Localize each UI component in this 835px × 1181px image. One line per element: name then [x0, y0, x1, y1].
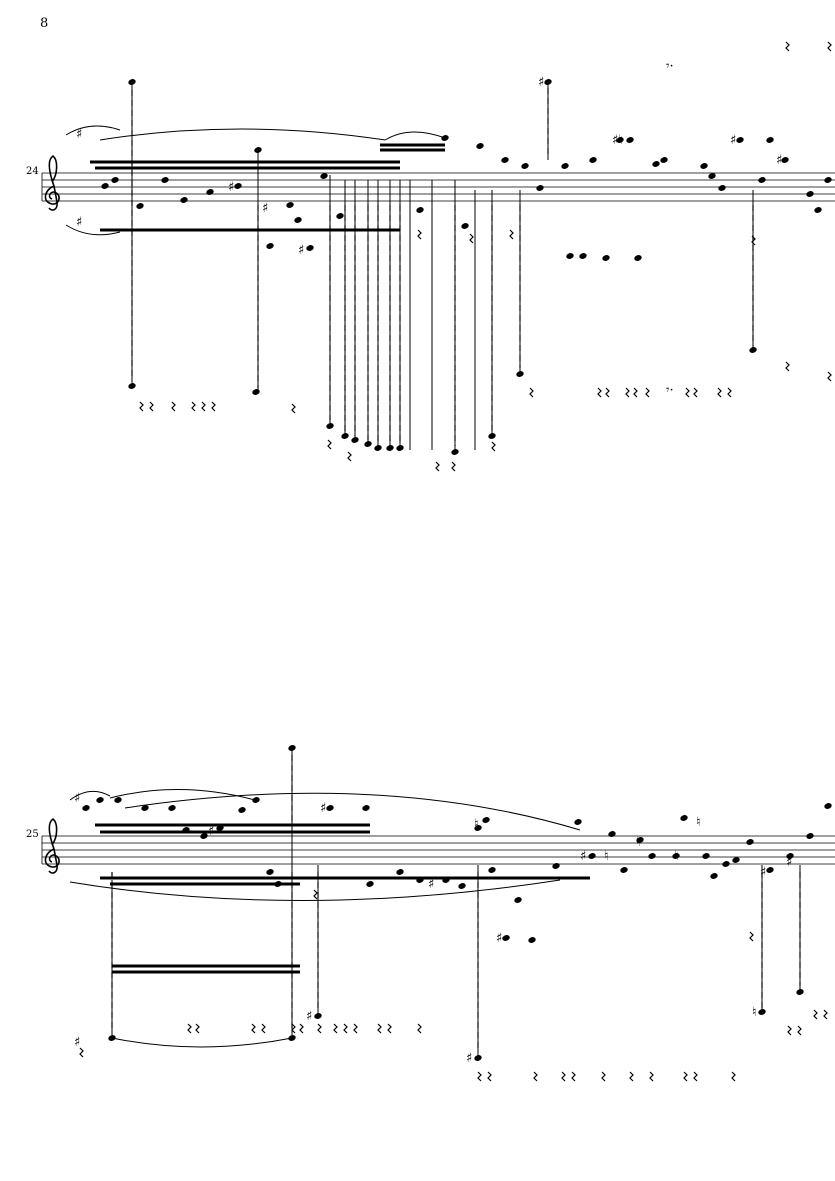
svg-text:♯: ♯: [730, 133, 736, 148]
accidentals-system-2: ♯ ♯ ♯ ♯ ♯ ♯ ♯ ♯ ♮ ♯ ♮ ♮ ♮ ♮ ♮ ♯ ♯: [74, 791, 792, 1066]
slurs-system-1: [65, 125, 446, 236]
svg-text:♯: ♯: [306, 1009, 312, 1024]
svg-text:♯: ♯: [466, 1051, 472, 1066]
beams-system-2: [95, 823, 590, 974]
svg-text:♯: ♯: [320, 801, 326, 816]
svg-text:♯: ♯: [580, 849, 586, 864]
svg-text:♮: ♮: [604, 849, 609, 864]
rest-symbol: 𝄾·: [666, 383, 674, 398]
svg-text:♯: ♯: [228, 180, 234, 195]
ledger-ladders-system-2: [111, 755, 801, 1052]
svg-text:♯♮: ♯♮: [612, 133, 623, 148]
rests-system-2: [79, 889, 828, 1082]
svg-text:♯: ♯: [262, 201, 268, 216]
svg-text:♯: ♯: [496, 931, 502, 946]
svg-text:♯: ♯: [74, 791, 80, 806]
stems-system-2: [111, 750, 801, 1058]
staff-1-lines: [41, 172, 835, 202]
svg-text:♮: ♮: [752, 1005, 757, 1020]
svg-text:♮: ♮: [474, 817, 479, 832]
slurs-system-2: [69, 788, 581, 1048]
noteheads-system-1: [100, 78, 833, 456]
svg-text:♮: ♮: [636, 835, 641, 850]
svg-text:♯: ♯: [74, 1035, 80, 1050]
measure-number-24: 24: [26, 166, 39, 177]
rests-system-1: [139, 41, 832, 472]
svg-text:♯: ♯: [298, 243, 304, 258]
beams-system-1: [90, 143, 445, 232]
svg-text:♮: ♮: [696, 815, 701, 830]
svg-text:♯: ♯: [208, 824, 214, 839]
svg-text:♯: ♯: [776, 153, 782, 168]
svg-text:♯: ♯: [786, 855, 792, 870]
staff-2-lines: [41, 835, 835, 865]
system-1: ♯ ♯ ♯ ♯ ♯ ♯ ♯ ♯ ♯♮: [41, 41, 835, 472]
ledger-ladders-system-1: [131, 88, 754, 446]
svg-text:♯: ♯: [76, 127, 82, 142]
rest-symbol: 𝄾·: [666, 59, 674, 74]
treble-clef-icon: [44, 818, 60, 874]
treble-clef-icon: [44, 155, 60, 211]
noteheads-system-2: [81, 744, 833, 1062]
system-2: ♯ ♯ ♯ ♯ ♯ ♯ ♯ ♯ ♮ ♯ ♮ ♮ ♮ ♮ ♮ ♯ ♯: [41, 744, 835, 1082]
svg-text:♯: ♯: [76, 215, 82, 230]
accidentals-system-1: ♯ ♯ ♯ ♯ ♯ ♯ ♯ ♯ ♯♮: [76, 75, 782, 258]
page-number: 8: [40, 16, 49, 31]
measure-number-25: 25: [26, 829, 39, 840]
svg-text:♮: ♮: [674, 849, 679, 864]
svg-text:♯: ♯: [428, 877, 434, 892]
svg-text:♯: ♯: [760, 865, 766, 880]
svg-text:♯: ♯: [538, 75, 544, 90]
